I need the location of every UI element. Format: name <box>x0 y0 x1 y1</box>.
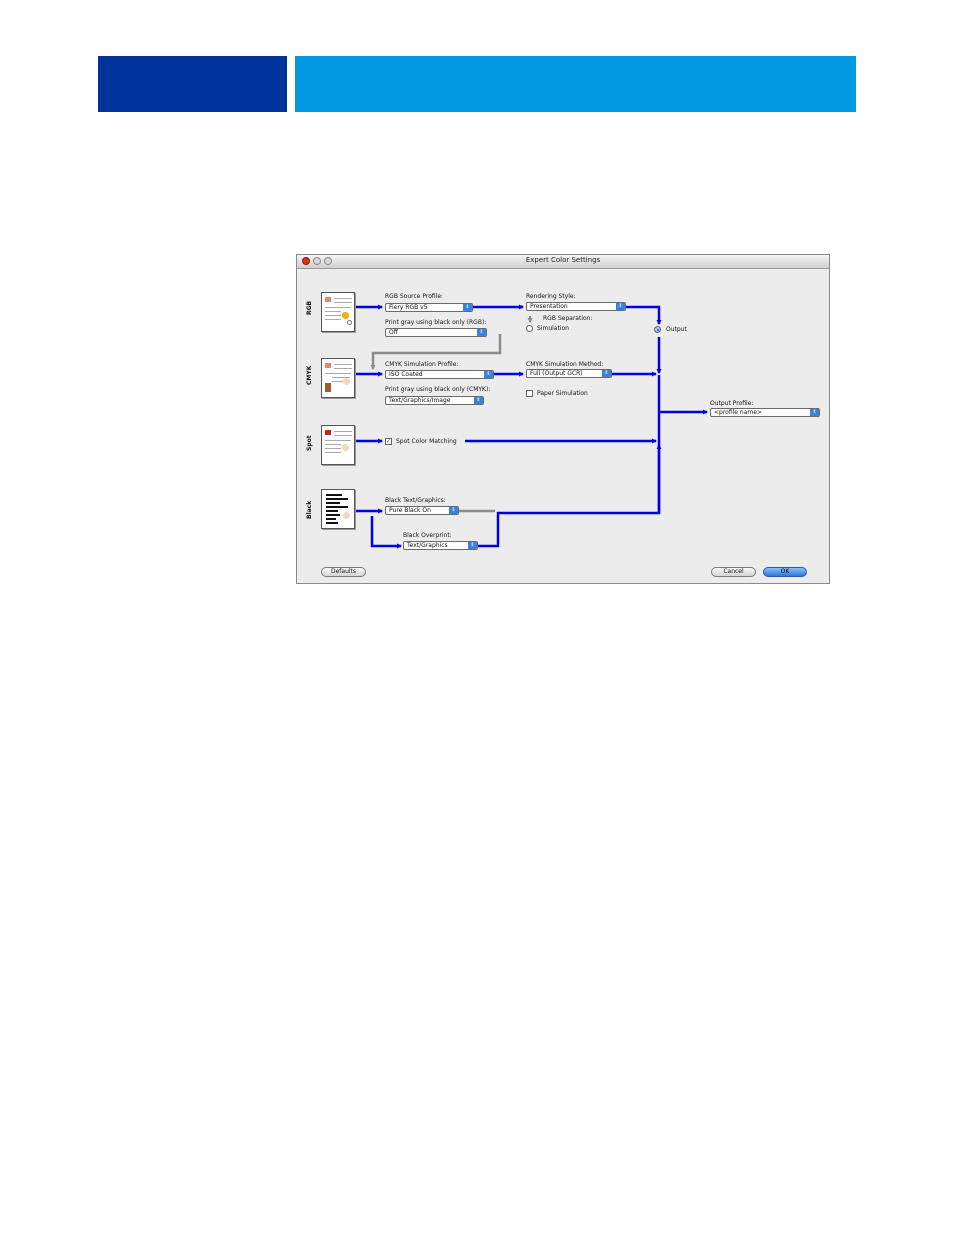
select-arrows-icon: ⇕ <box>810 409 819 416</box>
spot-document-thumbnail <box>321 425 355 465</box>
color-flow-diagram <box>356 304 708 549</box>
black-text-graphics-label: Black Text/Graphics: <box>385 497 446 504</box>
row-label-cmyk: CMYK <box>306 365 313 385</box>
simulation-radio-label: Simulation <box>537 325 569 332</box>
select-arrows-icon: ⇕ <box>463 304 472 311</box>
row-label-black: Black <box>306 500 313 519</box>
cmyk-simulation-profile-label: CMYK Simulation Profile: <box>385 361 459 368</box>
flow-black-overprint-path <box>370 516 402 549</box>
cmyk-print-gray-value: Text/Graphics/Image <box>389 397 451 404</box>
cmyk-print-gray-select[interactable]: Text/Graphics/Image ⇕ <box>385 396 484 405</box>
zoom-window-button[interactable] <box>324 257 332 265</box>
simulation-radio[interactable] <box>526 325 533 332</box>
cmyk-print-gray-label: Print gray using black only (CMYK): <box>385 386 491 393</box>
cmyk-simulation-profile-select[interactable]: ISO Coated ⇕ <box>385 370 494 379</box>
rgb-source-profile-label: RGB Source Profile: <box>385 293 444 300</box>
flow-rgb-gray-connector <box>370 334 502 370</box>
select-arrows-icon: ⇕ <box>474 397 483 404</box>
rendering-style-label: Rendering Style: <box>526 293 576 300</box>
rgb-source-profile-select[interactable]: Fiery RGB v5 ⇕ <box>385 303 473 312</box>
flow-rendering-to-output <box>626 305 662 325</box>
rgb-source-profile-value: Fiery RGB v5 <box>389 304 428 311</box>
ok-button[interactable]: OK <box>763 567 807 577</box>
spot-color-matching-checkbox[interactable]: ✓ <box>385 438 392 445</box>
defaults-button[interactable]: Defaults <box>321 567 366 577</box>
close-window-button[interactable] <box>302 257 310 265</box>
header-bar-dark <box>98 56 287 112</box>
rendering-style-value: Presentation <box>530 303 568 310</box>
row-label-spot: Spot <box>306 435 313 451</box>
output-profile-label: Output Profile: <box>710 400 754 407</box>
window-title: Expert Color Settings <box>525 256 601 264</box>
select-arrows-icon: ⇕ <box>477 329 486 336</box>
black-text-graphics-value: Pure Black On <box>389 507 431 514</box>
cancel-button[interactable]: Cancel <box>711 567 756 577</box>
flow-overprint-to-output <box>478 444 662 548</box>
output-radio-label: Output <box>666 326 687 333</box>
cmyk-simulation-method-label: CMYK Simulation Method: <box>526 361 604 368</box>
black-text-graphics-select[interactable]: Pure Black On ⇕ <box>385 506 459 515</box>
paper-simulation-checkbox[interactable] <box>526 390 533 397</box>
black-overprint-label: Black Overprint: <box>403 532 452 539</box>
rgb-print-gray-value: Off <box>389 329 398 336</box>
output-profile-value: <profile name> <box>714 409 762 416</box>
paper-simulation-label: Paper Simulation <box>537 390 588 397</box>
row-label-rgb: RGB <box>306 300 313 315</box>
select-arrows-icon: ⇕ <box>484 371 493 378</box>
cmyk-simulation-method-value: Full (Output GCR) <box>530 370 583 377</box>
rgb-separation-label: RGB Separation: <box>543 315 593 322</box>
select-arrows-icon: ⇕ <box>602 370 611 377</box>
expert-color-settings-window: Expert Color Settings <box>296 254 830 584</box>
rgb-document-thumbnail <box>321 292 355 332</box>
cmyk-simulation-method-select[interactable]: Full (Output GCR) ⇕ <box>526 369 612 378</box>
header-bar-light <box>295 56 856 112</box>
select-arrows-icon: ⇕ <box>449 507 458 514</box>
cmyk-simulation-profile-value: ISO Coated <box>389 371 423 378</box>
minimize-window-button[interactable] <box>313 257 321 265</box>
select-arrows-icon: ⇕ <box>616 303 625 310</box>
black-overprint-select[interactable]: Text/Graphics ⇕ <box>403 541 478 550</box>
rendering-style-select[interactable]: Presentation ⇕ <box>526 302 626 311</box>
black-document-thumbnail <box>321 489 355 529</box>
output-profile-select[interactable]: <profile name> ⇕ <box>710 408 820 417</box>
rgb-print-gray-label: Print gray using black only (RGB): <box>385 319 487 326</box>
black-overprint-value: Text/Graphics <box>407 542 448 549</box>
title-bar: Expert Color Settings <box>297 255 829 269</box>
rgb-print-gray-select[interactable]: Off ⇕ <box>385 328 487 337</box>
spot-color-matching-label: Spot Color Matching <box>396 438 457 445</box>
cmyk-document-thumbnail <box>321 358 355 398</box>
select-arrows-icon: ⇕ <box>468 542 477 549</box>
output-radio[interactable] <box>654 326 661 333</box>
